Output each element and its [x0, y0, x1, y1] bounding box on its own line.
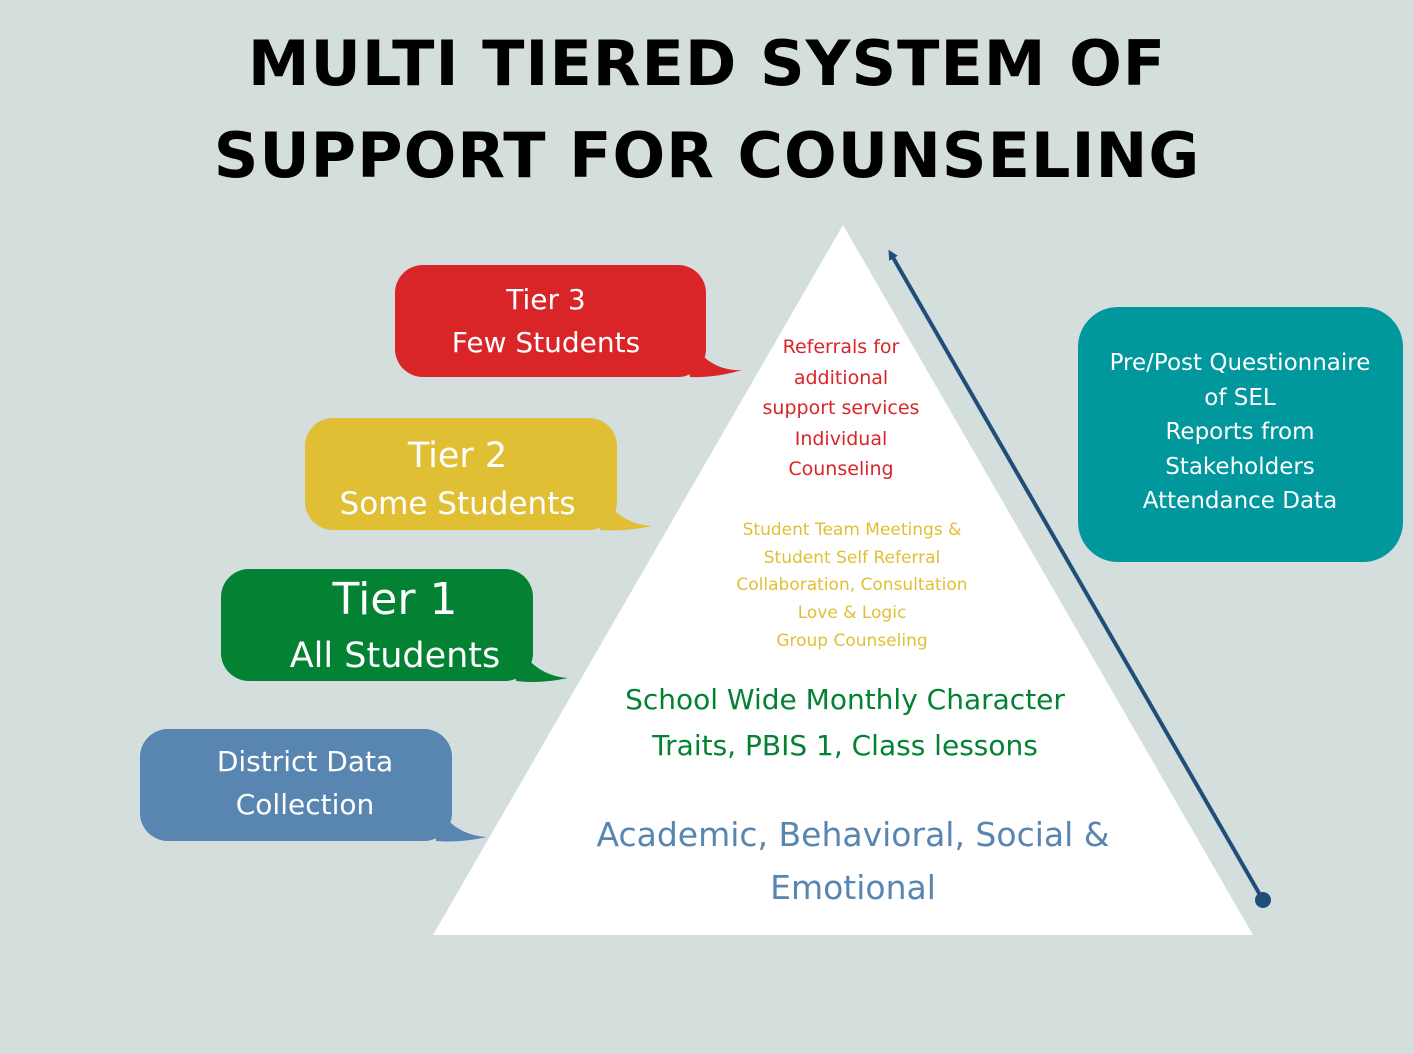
- base-domain-line: Academic, Behavioral, Social &: [596, 815, 1110, 854]
- title-line-2: SUPPORT FOR COUNSELING: [213, 119, 1201, 192]
- arrow-start-dot: [1255, 892, 1271, 908]
- tier3-service-line: Individual: [794, 427, 888, 450]
- progress-arrow: [888, 249, 1265, 901]
- tier3-label: Tier 3 Few Students: [395, 278, 697, 364]
- tier3-bubble: [395, 265, 742, 378]
- tier3-service-line: support services: [762, 397, 920, 419]
- tier1-bubble: [221, 569, 568, 682]
- data-box-line: Reports from: [1165, 419, 1315, 445]
- tier3-service-line: additional: [793, 366, 889, 389]
- tier3-service-line: Referrals for: [782, 336, 900, 358]
- district-bubble: [140, 729, 487, 842]
- district-line-1: District Data: [216, 745, 394, 778]
- tier2-service-line: Collaboration, Consultation: [736, 575, 968, 596]
- data-box-line: Stakeholders: [1165, 453, 1315, 480]
- title-line-1: MULTI TIERED SYSTEM OF: [247, 27, 1167, 100]
- tier1-services: School Wide Monthly Character Traits, PB…: [560, 677, 1130, 769]
- tier1-subtitle: All Students: [289, 636, 501, 676]
- tier3-title: Tier 3: [506, 283, 586, 316]
- data-box-line: Attendance Data: [1142, 488, 1338, 514]
- tier2-services: Student Team Meetings & Student Self Ref…: [680, 517, 1024, 656]
- tier2-bubble: [305, 418, 652, 531]
- tier2-service-line: Student Self Referral: [763, 547, 941, 568]
- tier1-label: Tier 1 All Students: [221, 572, 569, 684]
- district-line-2: Collection: [235, 788, 375, 821]
- tier2-subtitle: Some Students: [339, 486, 576, 522]
- tier2-title: Tier 2: [407, 436, 508, 476]
- data-box: [1078, 307, 1403, 562]
- base-domains: Academic, Behavioral, Social & Emotional: [533, 808, 1173, 914]
- tier2-label: Tier 2 Some Students: [305, 432, 610, 528]
- tier1-service-line: School Wide Monthly Character: [625, 683, 1065, 716]
- tier3-services: Referrals for additional support service…: [690, 332, 992, 485]
- tier2-service-line: Student Team Meetings &: [742, 520, 962, 540]
- data-box-text: Pre/Post Questionnaire of SEL Reports fr…: [1080, 346, 1400, 519]
- pyramid-shape: [433, 225, 1253, 935]
- data-box-line: of SEL: [1204, 384, 1276, 411]
- tier3-service-line: Counseling: [788, 458, 894, 480]
- page-title: MULTI TIERED SYSTEM OF SUPPORT FOR COUNS…: [0, 18, 1414, 202]
- tier1-title: Tier 1: [332, 574, 458, 625]
- tier2-service-line: Group Counseling: [776, 630, 928, 651]
- tier3-subtitle: Few Students: [451, 326, 641, 359]
- tier2-service-line: Love & Logic: [797, 603, 907, 624]
- data-box-line: Pre/Post Questionnaire: [1109, 350, 1371, 376]
- district-label: District Data Collection: [140, 740, 470, 826]
- base-domain-line: Emotional: [770, 868, 936, 907]
- tier1-service-line: Traits, PBIS 1, Class lessons: [652, 729, 1038, 762]
